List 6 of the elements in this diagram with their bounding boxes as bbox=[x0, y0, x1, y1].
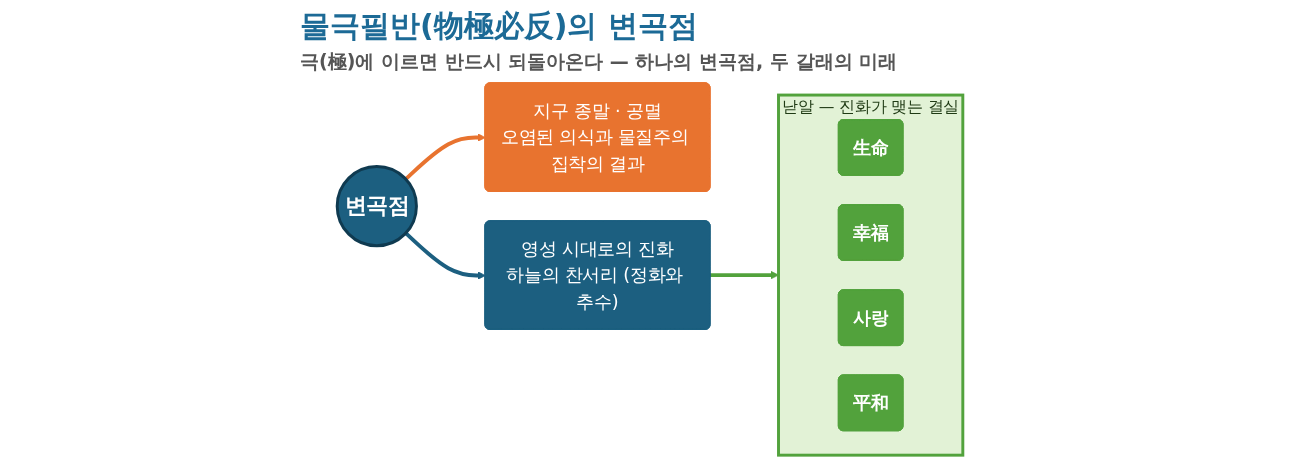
arrow bbox=[710, 270, 779, 280]
node-circle: 변곡점 bbox=[335, 165, 418, 248]
subtitle-text: 극(極)에 이르면 반드시 되돌아온다 — 하나의 변곡점, 두 갈래의 미래 bbox=[300, 49, 898, 74]
arrow bbox=[404, 133, 486, 181]
arrow bbox=[404, 231, 486, 280]
title: 물극필반(物極必反)의 변곡점 bbox=[300, 8, 698, 43]
